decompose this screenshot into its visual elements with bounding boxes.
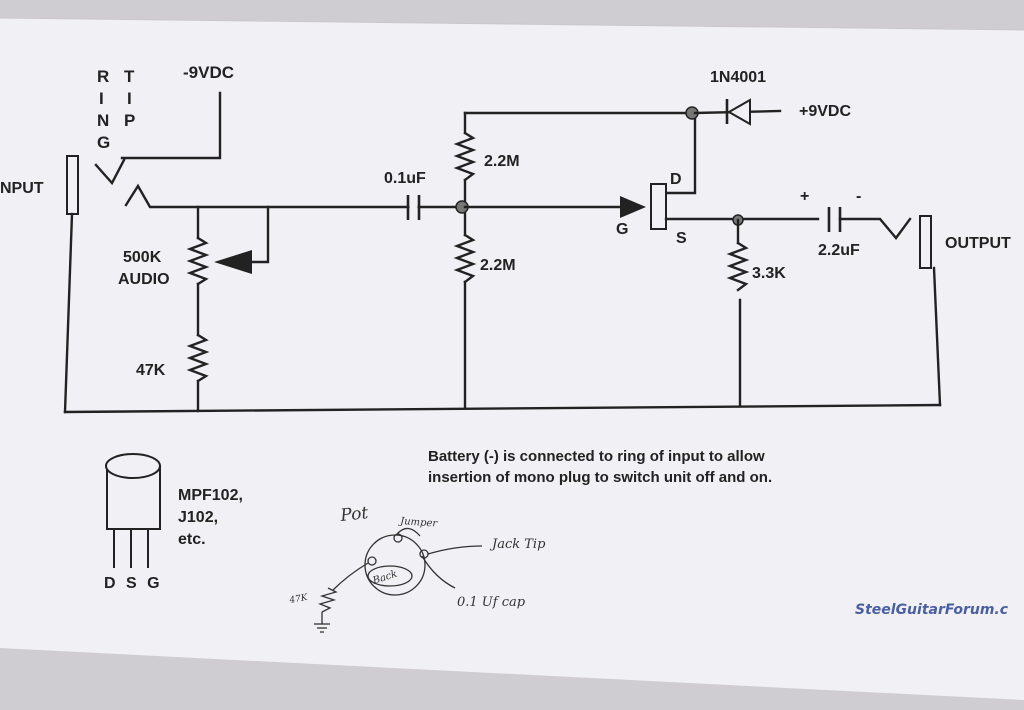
- hand-back-oval: [367, 565, 413, 587]
- r2-zigzag: [453, 233, 477, 284]
- paper-sheet: [0, 18, 1024, 700]
- output-ground-wire: [932, 266, 942, 407]
- output-label: OUTPUT: [945, 235, 1011, 252]
- r4-label: 47K: [136, 362, 166, 379]
- part-line3: etc.: [178, 531, 206, 548]
- input-label: NPUT: [0, 180, 44, 197]
- gate-label: G: [616, 221, 628, 238]
- input-jack-body: [66, 155, 79, 215]
- gate-arrow: [620, 196, 646, 218]
- part-line1: MPF102,: [178, 487, 243, 504]
- neg9v-label: -9VDC: [183, 63, 234, 82]
- cap2-minus-label: -: [856, 188, 861, 205]
- hand-jumper-wire: [396, 527, 421, 537]
- cap1-label: 0.1uF: [384, 170, 426, 187]
- neg9v-wire: [120, 91, 222, 160]
- hand-lug-left: [367, 556, 377, 566]
- wiper-wire: [248, 205, 270, 264]
- source-label: S: [676, 230, 687, 247]
- pin-labels: D S G: [104, 575, 163, 592]
- paper-top-edge: [0, 17, 1024, 31]
- hand-cap-wire: [421, 555, 456, 589]
- ring-contact: [94, 158, 126, 186]
- ground-bus: [63, 403, 942, 414]
- ground-left-wire: [63, 212, 74, 414]
- hand-lug-mid: [393, 533, 403, 543]
- site-logo: SteelGuitarForum.c: [855, 602, 1009, 618]
- hand-jacktip-wire: [427, 545, 483, 555]
- part-line2: J102,: [178, 509, 218, 526]
- hand-jacktip-label: Jack Tip: [489, 537, 546, 552]
- battery-note-line1: Battery (-) is connected to ring of inpu…: [428, 448, 765, 465]
- pot-label-500k: 500K: [123, 249, 162, 266]
- ring-letter-n: N: [97, 111, 109, 130]
- ring-letter-g: G: [97, 133, 110, 152]
- r3-label: 3.3K: [752, 265, 786, 282]
- hand-cap-label: 0.1 Uf cap: [457, 595, 526, 610]
- r2-label: 2.2M: [480, 257, 516, 274]
- hand-r47k-label: 47K: [288, 593, 310, 606]
- vplus-rail: [463, 111, 697, 195]
- output-jack-body: [919, 215, 932, 269]
- jfet-channel: [650, 183, 667, 230]
- cap2-label: 2.2uF: [818, 242, 860, 259]
- tip-letter-t: T: [124, 67, 135, 86]
- ring-letter-r: R: [97, 67, 109, 86]
- r1-label: 2.2M: [484, 153, 520, 170]
- resistor-47k-zigzag: [186, 333, 210, 383]
- transistor-top: [105, 453, 161, 479]
- r1-zigzag: [453, 131, 477, 182]
- ring-letter-i: I: [99, 89, 104, 108]
- tip-contact: [124, 183, 467, 209]
- battery-note-line2: insertion of mono plug to switch unit of…: [428, 469, 772, 486]
- cap2-gap: [830, 216, 839, 224]
- hand-pot-label: Pot: [338, 503, 369, 526]
- hand-jumper-label: Jumper: [398, 516, 439, 530]
- pot-500k-zigzag: [186, 236, 210, 286]
- cap1-gap: [409, 203, 418, 211]
- r3-zigzag: [726, 241, 750, 292]
- tip-letter-p: P: [124, 111, 135, 130]
- drain-label: D: [670, 171, 682, 188]
- hand-resistor-zigzag: [317, 587, 338, 613]
- cap2-plus-label: +: [800, 188, 809, 205]
- pot-label-audio: AUDIO: [118, 271, 170, 288]
- tip-letter-i: I: [127, 89, 132, 108]
- pos9v-label: +9VDC: [799, 103, 851, 120]
- hand-resistor-wire: [332, 562, 369, 591]
- output-wire: [838, 217, 912, 240]
- diode-label: 1N4001: [710, 69, 766, 86]
- diode-triangle: [726, 98, 751, 126]
- wiper-arrow: [214, 250, 252, 274]
